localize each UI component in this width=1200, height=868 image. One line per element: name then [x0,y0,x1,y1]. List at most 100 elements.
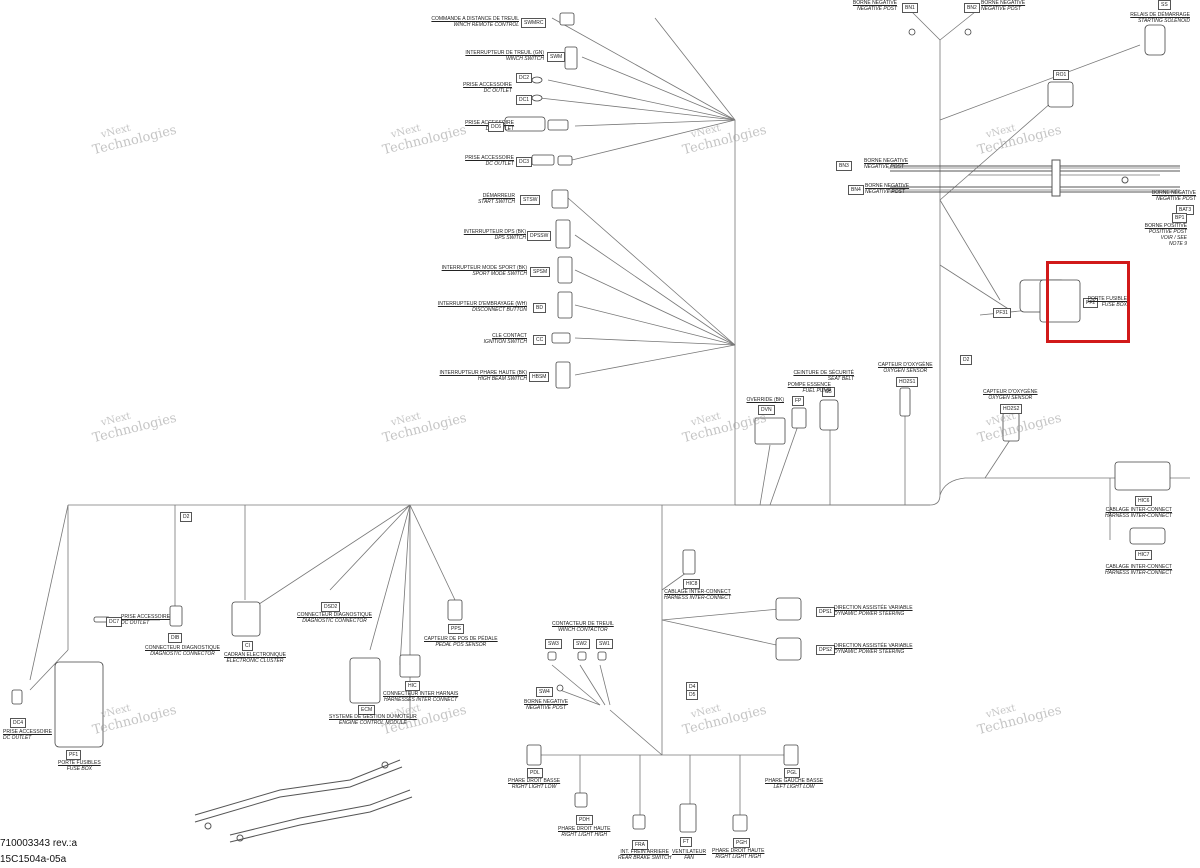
code-hic7: HIC7 [1135,550,1153,560]
code-dvn: DVN [758,405,775,415]
code-ho2s2: HO2S2 [1000,404,1023,414]
code-dsd2: DSD2 [321,602,341,612]
code-hic8: HIC8 [683,579,701,589]
code-dib: DIB [168,633,183,643]
code-dps2: DPS2 [816,645,836,655]
code-pdh: PDH [576,815,593,825]
component-shapes [11,12,1171,833]
code-ho2s1: HO2S1 [896,377,919,387]
code-hbsm: HBSM [529,372,550,382]
code-cc: CC [533,335,547,345]
code-bn1: BN1 [902,3,918,13]
highlight-box-fuse-box [1046,261,1130,343]
code-swm: SWM [547,52,566,62]
code-pps: PPS [448,624,465,634]
code-ro1: RO1 [1053,70,1070,80]
document-number: 710003343 rev.:a [0,838,78,849]
code-dps1: DPS1 [816,607,836,617]
code-pgh: PGH [733,838,750,848]
label-disconnect-button: INTERRUPTEUR D'EMBRAYAGE (WH)DISCONNECT … [437,301,527,313]
code-pf2: PF2 [1083,298,1099,308]
code-sw1: SW1 [596,639,613,649]
code-dc1: DC1 [516,95,533,105]
ground-cables [194,759,413,843]
code-fra: FRA [632,840,648,850]
code-dc3: DC3 [516,157,533,167]
code-sw3: SW3 [545,639,562,649]
code-ci: CI [242,641,253,651]
code-hic: HIC [405,681,420,691]
code-d5: D5 [686,690,699,700]
code-sw2: SW2 [573,639,590,649]
code-bn2: BN2 [964,3,980,13]
code-fp: FP [792,396,805,406]
label-dps-switch: INTERRUPTEUR DPS (BK)DPS SWITCH [463,229,526,241]
battery-cables [890,159,1180,197]
code-pgl: PGL [784,768,801,778]
code-d2-left: D2 [180,512,193,522]
code-sw4: SW4 [536,687,553,697]
code-bn4: BN4 [848,185,864,195]
code-bd: BD [533,303,546,313]
code-sb: SB [822,387,835,397]
code-ft: FT [680,837,693,847]
code-dc2: DC2 [516,73,533,83]
code-bp1: BP1 [1172,213,1188,223]
code-dpssw: DPSSW [527,231,552,241]
code-dc7: DC7 [106,617,123,627]
code-spsm: SPSM [530,267,551,277]
code-stsw: STSW [520,195,541,205]
figure-number: 15C1504a-05a [0,854,67,865]
code-swmrc: SWMRC [521,18,547,28]
code-d2-right: D2 [960,355,973,365]
code-dc4: DC4 [10,718,27,728]
label-winch-switch: INTERRUPTEUR DE TREUIL (GN)WINCH SWITCH [465,50,544,62]
harness-wires [29,11,1190,815]
code-bn3: BN3 [836,161,852,171]
label-override: OVERRIDE (BK) [746,397,784,403]
code-pdl: PDL [527,768,543,778]
label-sport-mode: INTERRUPTEUR MODE SPORT (BK)SPORT MODE S… [441,265,527,277]
code-pf1: PF1 [66,750,82,760]
code-ss: SS [1158,0,1171,10]
